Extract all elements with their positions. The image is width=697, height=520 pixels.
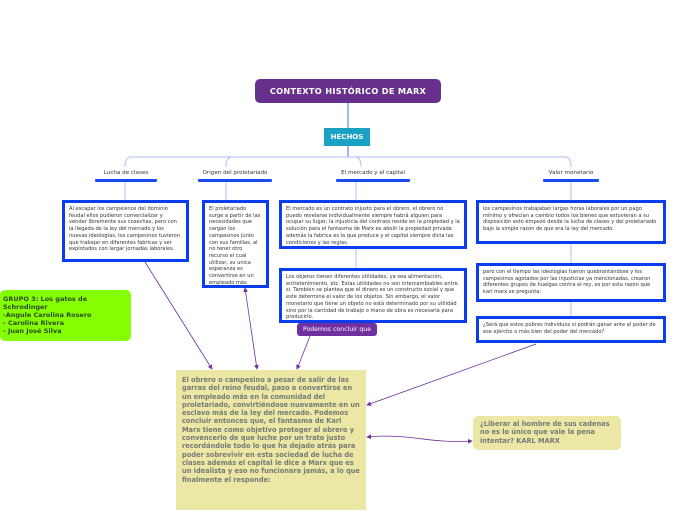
topic-label: Origen del proletariado [202,170,268,176]
topic-underline [336,179,410,182]
concluir-text: Podemos concluir que [302,326,372,333]
box-lucha-de-clases[interactable]: Al escapar los campesinos del dominio fe… [62,200,189,262]
box-valor-huelgas[interactable]: pero con el tiempo las ideologías fueron… [476,263,666,302]
topic-underline [198,179,272,182]
conclusion-text: El obrero o campesino a pesar de salir d… [182,376,360,484]
group-title: GRUPO 3: Los gatos de Schrodinger [3,295,88,311]
arrow-conclusion-quote [366,434,473,444]
box-text: El mercado es un contrato injusto para e… [286,206,460,246]
group-member: - Juan José Silva [3,327,62,335]
topic-underline [543,179,599,182]
group-member: - Carolina Rivera [3,319,64,327]
box-text: Los objetos tienen diferentes utilidades… [286,274,458,321]
topic-origen-del-proletariado[interactable]: Origen del proletariado [198,170,272,182]
branch-bus [124,156,572,168]
box-mercado-objetos[interactable]: Los objetos tienen diferentes utilidades… [279,268,467,323]
quote-text: ¿Liberar al hombre de sus cadenas no es … [480,420,610,445]
branch-mercado [354,156,362,168]
central-topic-label: CONTEXTO HISTÓRICO DE MARX [269,86,427,96]
box-text: los campesinos trabajaban largas horas l… [483,206,657,233]
box-text: ¿Será que estos pobres individuos si pod… [483,322,656,335]
box-origen-del-proletariado[interactable]: El proletariado surge a partir de las ne… [202,200,269,288]
label-podemos-concluir[interactable]: Podemos concluir que [297,323,377,336]
topic-el-mercado-y-el-capital[interactable]: El mercado y el capital [336,170,410,182]
arrow-concluir-conclusion [296,335,311,370]
hub-label: HECHOS [330,133,364,141]
topic-lucha-de-clases[interactable]: Lucha de clases [95,170,157,182]
topic-label: Valor monetario [548,170,594,176]
box-valor-pregunta[interactable]: ¿Será que estos pobres individuos si pod… [476,316,666,343]
conclusion-box[interactable]: El obrero o campesino a pesar de salir d… [176,370,366,510]
hub-hechos[interactable]: HECHOS [324,128,370,146]
arrow-valor-conclusion [366,343,537,406]
box-mercado-contrato[interactable]: El mercado es un contrato injusto para e… [279,200,467,249]
arrow-origen-conclusion [243,287,259,370]
topic-underline [95,179,157,182]
topic-label: Lucha de clases [103,170,149,176]
box-valor-campesinos[interactable]: los campesinos trabajaban largas horas l… [476,200,666,244]
topic-label: El mercado y el capital [341,170,405,176]
group-members-note[interactable]: GRUPO 3: Los gatos de Schrodinger -Angul… [0,290,131,341]
topic-valor-monetario[interactable]: Valor monetario [543,170,599,182]
box-text: pero con el tiempo las ideologías fueron… [483,269,651,296]
branch-origen [225,156,233,168]
group-member: -Angule Carolina Rosero [3,311,92,319]
central-topic-contexto-historico[interactable]: CONTEXTO HISTÓRICO DE MARX [255,79,441,103]
box-text: El proletariado surge a partir de las ne… [209,206,261,286]
box-text: Al escapar los campesinos del dominio fe… [69,206,180,253]
marx-quote-box[interactable]: ¿Liberar al hombre de sus cadenas no es … [473,416,621,450]
